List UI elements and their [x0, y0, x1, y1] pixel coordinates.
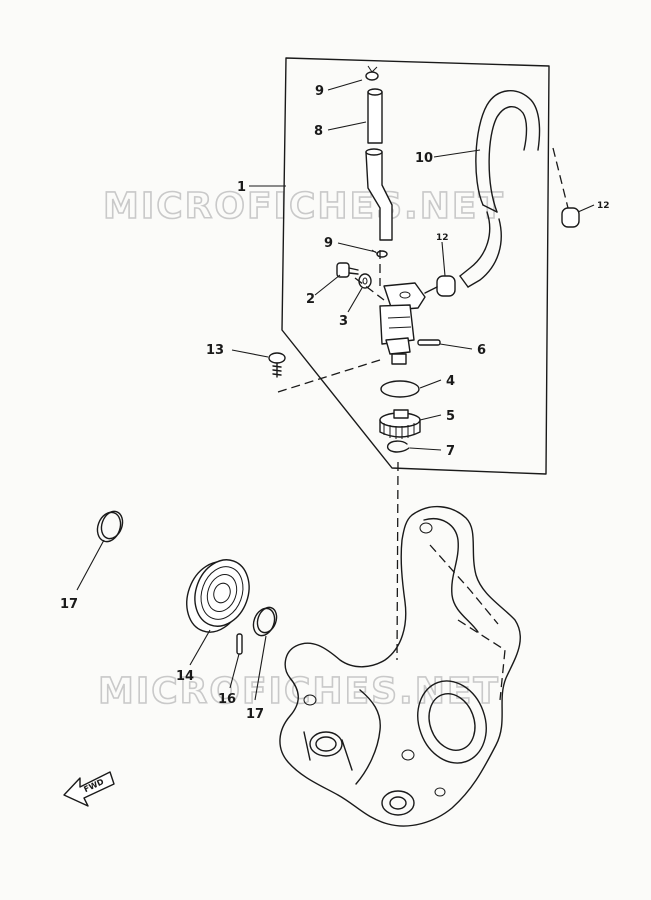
engine-housing [279, 506, 521, 827]
part-3-washer [358, 273, 372, 289]
callout-4: 4 [446, 374, 455, 389]
callout-labels: 9 8 1 9 10 12 12 2 3 13 6 4 5 7 17 14 16… [60, 84, 610, 722]
callout-1: 1 [237, 180, 246, 195]
pump-body [379, 282, 426, 365]
part-16-pin [236, 633, 243, 655]
part-12-cap-left [424, 275, 456, 297]
callout-14: 14 [176, 669, 194, 684]
dash-hose-to-cap [552, 147, 569, 209]
dash-gear-to-housing [396, 461, 399, 661]
part-6-pin [417, 339, 441, 346]
part-7-circlip [386, 440, 410, 453]
callout-16: 16 [218, 692, 236, 707]
part-8-pipe [365, 88, 393, 241]
callout-5: 5 [446, 409, 455, 424]
callout-2: 2 [306, 292, 315, 307]
callout-9-upper: 9 [315, 84, 324, 99]
part-4-o-ring [380, 380, 420, 398]
callout-7: 7 [446, 444, 455, 459]
callout-13: 13 [206, 343, 224, 358]
part-17-circlip-left [96, 510, 124, 543]
part-2-bolt [336, 262, 359, 278]
callout-17-right: 17 [246, 707, 264, 722]
part-13-screw [268, 352, 286, 378]
callout-12-left: 12 [436, 233, 449, 243]
forward-direction-arrow: FWD [63, 771, 115, 807]
leader-lines [76, 79, 595, 701]
part-12-cap-right [561, 207, 580, 228]
part-17-circlip-right [252, 606, 278, 637]
dash-screw-to-body [277, 359, 381, 393]
callout-9-lower: 9 [324, 236, 333, 251]
assembly-boundary [281, 57, 550, 475]
part-5-gear [379, 409, 421, 439]
dash-bolt-to-body [354, 277, 385, 301]
callout-3: 3 [339, 314, 348, 329]
part-9-clip-upper [365, 65, 379, 81]
callout-8: 8 [314, 124, 323, 139]
callout-12-right: 12 [597, 201, 610, 211]
watermark-top: MICROFICHES.NET [103, 186, 505, 227]
watermark-bottom: MICROFICHES.NET [98, 671, 500, 712]
part-10-hose [459, 90, 541, 288]
callout-10: 10 [415, 151, 433, 166]
callout-6: 6 [477, 343, 486, 358]
callout-17-left: 17 [60, 597, 78, 612]
part-14-pulley [186, 559, 250, 633]
